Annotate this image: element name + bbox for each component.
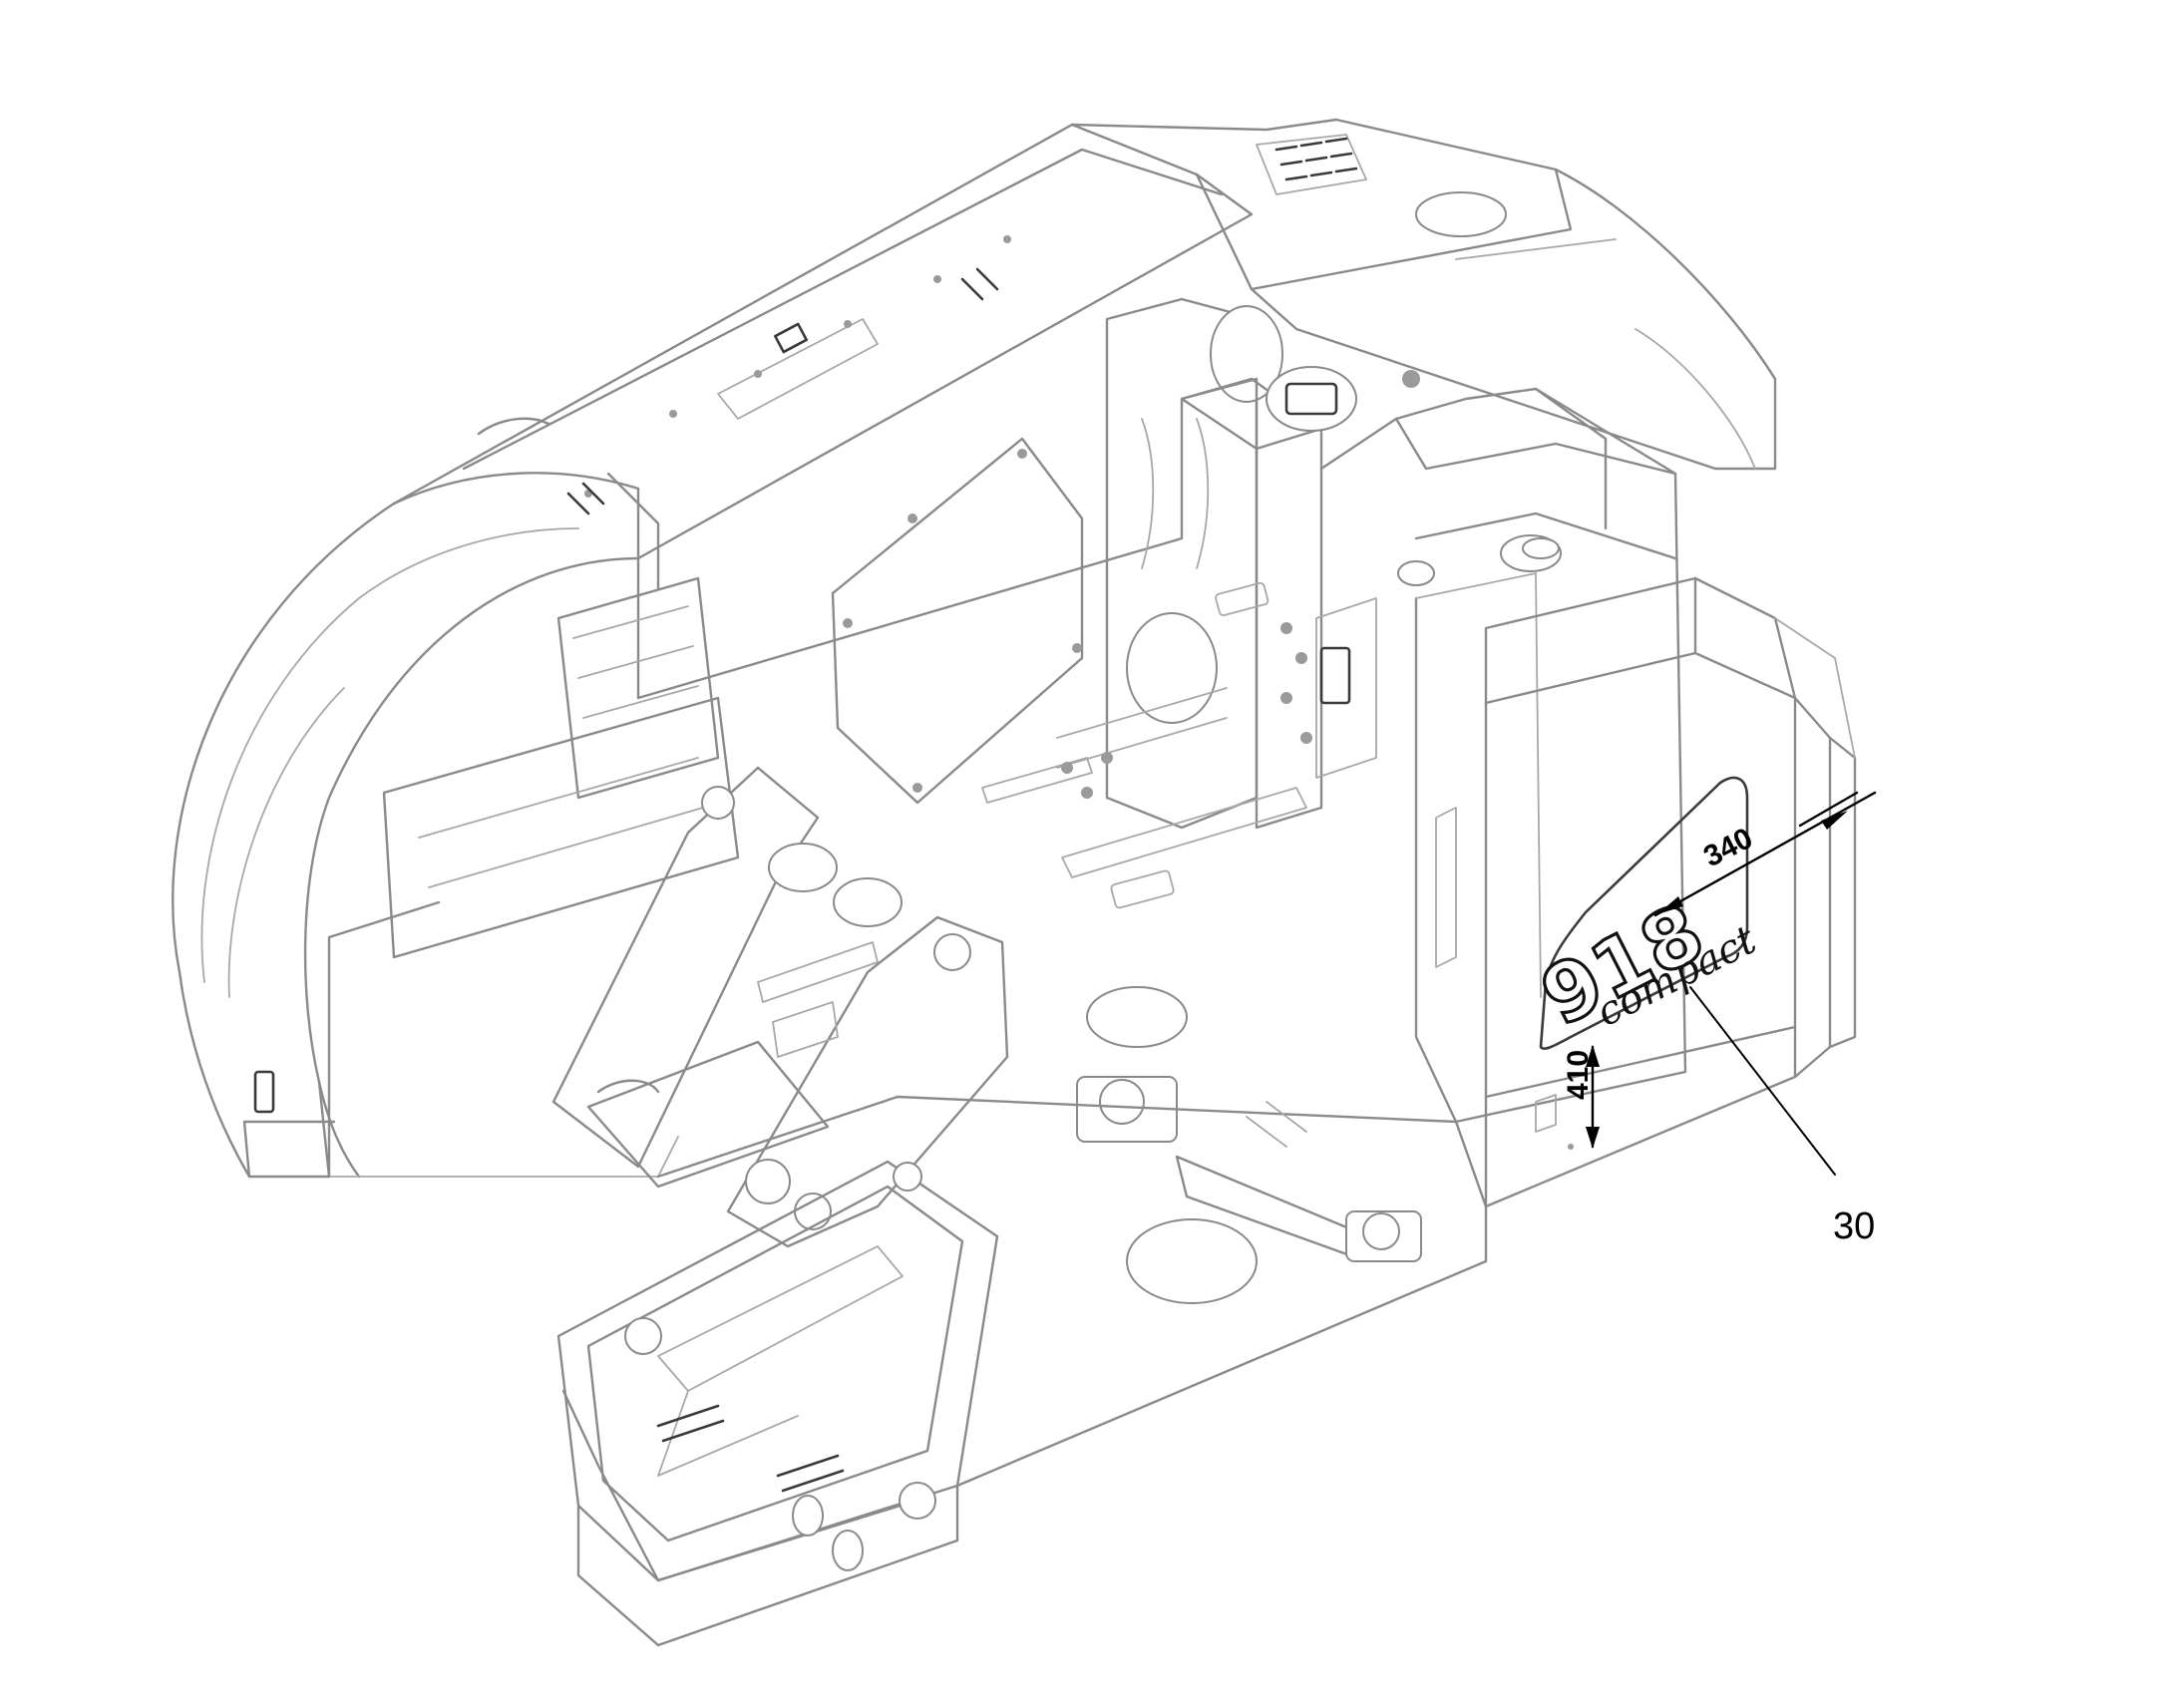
rear-extension-frame (556, 1160, 999, 1647)
height-dimension-label: 410 (1562, 1050, 1595, 1100)
width-dimension: 340 (1653, 791, 1877, 917)
valve-block (1056, 366, 1357, 909)
left-internal-frame (327, 397, 1184, 1179)
inspection-cover (831, 437, 1093, 805)
width-dimension-label: 340 (1698, 822, 1758, 873)
roof-panel (392, 123, 1254, 590)
main-chassis (656, 1025, 1797, 1488)
right-side-cover (1484, 576, 1857, 1208)
hydraulic-tank (1315, 370, 1687, 1124)
vent-slots (1274, 137, 1358, 181)
height-dimension: 410 (1562, 1045, 1600, 1149)
part-callout-30: 30 (1689, 986, 1875, 1247)
callout-label: 30 (1833, 1205, 1875, 1247)
front-hood-shell (172, 472, 679, 1179)
rear-roof-panel (1070, 118, 1777, 471)
boom-bracket (551, 766, 1188, 1248)
